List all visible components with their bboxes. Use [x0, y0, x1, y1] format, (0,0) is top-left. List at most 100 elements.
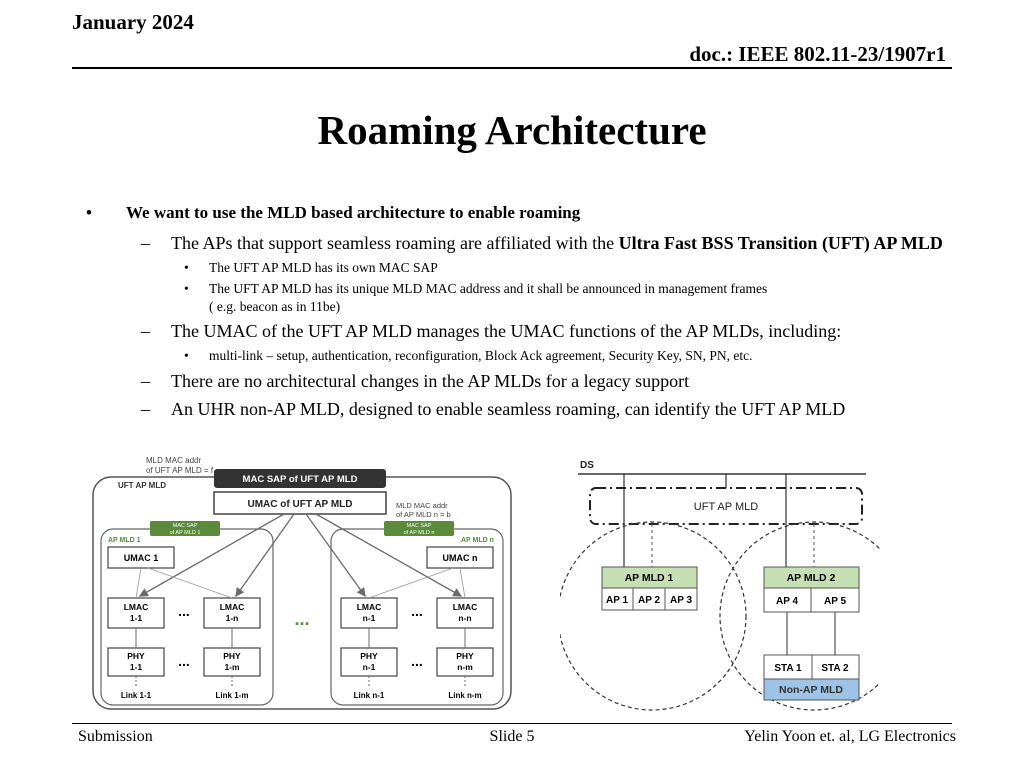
sta-1-box — [763, 654, 813, 680]
bullet-l3: • multi-link – setup, authentication, re… — [86, 347, 946, 365]
phy-1-m-box — [203, 647, 261, 677]
bullet-marker: • — [184, 281, 189, 296]
uft-ap-mld-label: UFT AP MLD — [694, 501, 758, 513]
bullet-text: ( e.g. beacon as in 11be) — [209, 299, 341, 314]
phy-n-1-box — [340, 647, 398, 677]
ap-3-label: AP 3 — [670, 595, 692, 606]
bullet-text: The UFT AP MLD has its own MAC SAP — [209, 260, 438, 275]
phy-label: 1-m — [224, 662, 240, 672]
phy-label: n-1 — [363, 662, 376, 672]
umac-lmac-arrows — [138, 513, 463, 598]
phy-label: PHY — [360, 651, 378, 661]
lmac-label: n-1 — [363, 613, 376, 623]
header-doc-id: doc.: IEEE 802.11-23/1907r1 — [689, 42, 946, 66]
uft-mac-sap-label: MAC SAP of UFT AP MLD — [243, 474, 358, 485]
phy-1-1-box — [107, 647, 165, 677]
ap-3-box — [664, 587, 698, 611]
umac-1-label: UMAC 1 — [124, 553, 159, 563]
lmac-label: 1-n — [226, 613, 239, 623]
ellipsis: ... — [178, 603, 190, 619]
lmac-label: 1-1 — [130, 613, 143, 623]
bullet-marker: • — [184, 260, 189, 275]
bullet-l1: • We want to use the MLD based architect… — [86, 203, 946, 223]
ap-mld-1-label: AP MLD 1 — [625, 572, 674, 584]
dash-marker: – — [141, 371, 150, 391]
bullet-marker: • — [184, 348, 189, 363]
bullet-l2: – The UMAC of the UFT AP MLD manages the… — [86, 319, 946, 343]
link-label: Link 1-1 — [121, 691, 152, 700]
sta-2-box — [811, 654, 860, 680]
sta-1-label: STA 1 — [774, 663, 802, 674]
footer-divider — [72, 723, 952, 724]
umac-thin-lines — [135, 567, 466, 599]
mld-addr-n-label: MLD MAC addr — [396, 501, 448, 510]
lmac-label: LMAC — [220, 602, 245, 612]
ap-mld-1-label: AP MLD 1 — [108, 537, 141, 544]
dash-marker: – — [141, 233, 150, 253]
bullet-text: The UFT AP MLD has its unique MLD MAC ad… — [209, 281, 768, 296]
bullet-text: An UHR non-AP MLD, designed to enable se… — [171, 399, 846, 419]
mld-addr-n-label: of AP MLD n = b — [396, 510, 451, 519]
ap-5-label: AP 5 — [824, 596, 846, 607]
roaming-topology-diagram: DS UFT AP MLD AP MLD 1 AP 1 AP 2 AP 3 AP… — [560, 460, 880, 711]
mac-sap-n — [384, 521, 454, 536]
uft-ap-mld-label: UFT AP MLD — [118, 481, 166, 490]
coverage-circle-2 — [719, 521, 880, 711]
ellipsis: ... — [178, 653, 190, 669]
dash-marker: – — [141, 399, 150, 419]
mac-sap-1 — [150, 521, 220, 536]
bullet-l2: – There are no architectural changes in … — [86, 369, 946, 393]
ellipsis: ... — [411, 603, 423, 619]
ap-5-box — [810, 587, 860, 613]
bullet-l3: • The UFT AP MLD has its unique MLD MAC … — [86, 280, 946, 316]
lmac-phy-connectors — [135, 628, 466, 648]
uft-ap-mld-box — [589, 487, 863, 525]
bullet-text-bold: Ultra Fast BSS Transition (UFT) AP MLD — [618, 233, 943, 253]
mld-addr-label: of UFT AP MLD = f — [146, 466, 214, 475]
phy-label: PHY — [127, 651, 145, 661]
bullet-text: multi-link – setup, authentication, reco… — [209, 348, 753, 363]
footer-author: Yelin Yoon et. al, LG Electronics — [744, 728, 956, 745]
dash-marker: – — [141, 321, 150, 341]
mac-sap-1-label: MAC SAP — [173, 523, 198, 529]
uft-umac-box — [213, 491, 387, 515]
link-drops — [135, 676, 466, 688]
link-label: Link n-m — [448, 691, 481, 700]
uft-mac-sap — [214, 469, 386, 488]
mac-sap-1-label: of AP MLD 1 — [170, 530, 201, 536]
bullet-l3: • The UFT AP MLD has its own MAC SAP — [86, 259, 946, 277]
ap-1-label: AP 1 — [606, 595, 628, 606]
mac-sap-n-label: of AP MLD n — [404, 530, 435, 536]
header-divider — [72, 67, 952, 69]
sta-2-label: STA 2 — [821, 663, 849, 674]
ellipsis: ... — [411, 653, 423, 669]
ap-mld-2-label: AP MLD 2 — [787, 572, 836, 584]
bullet-text: We want to use the MLD based architectur… — [126, 203, 581, 222]
uft-umac-label: UMAC of UFT AP MLD — [248, 499, 353, 510]
bullet-list: • We want to use the MLD based architect… — [86, 203, 946, 425]
lmac-label: LMAC — [124, 602, 149, 612]
coverage-circle-1 — [560, 521, 747, 711]
lmac-label: LMAC — [453, 602, 478, 612]
link-label: Link n-1 — [354, 691, 385, 700]
phy-label: n-m — [457, 662, 473, 672]
link-label: Link 1-m — [216, 691, 249, 700]
phy-label: PHY — [223, 651, 241, 661]
ellipsis-green: ... — [294, 609, 309, 629]
lmac-label: LMAC — [357, 602, 382, 612]
footer-slide-number: Slide 5 — [489, 728, 535, 745]
phy-label: PHY — [456, 651, 474, 661]
non-ap-mld-box — [763, 678, 860, 701]
ds-label: DS — [580, 460, 594, 471]
ap-4-label: AP 4 — [776, 596, 798, 607]
lmac-label: n-n — [458, 613, 471, 623]
bullet-l2: – An UHR non-AP MLD, designed to enable … — [86, 397, 946, 421]
phy-label: 1-1 — [130, 662, 143, 672]
ap-2-label: AP 2 — [638, 595, 660, 606]
header-date: January 2024 — [72, 10, 194, 34]
footer-submission: Submission — [78, 728, 153, 745]
bullet-text: The UMAC of the UFT AP MLD manages the U… — [171, 321, 842, 341]
bullet-text: The APs that support seamless roaming ar… — [171, 233, 619, 253]
mac-sap-n-label: MAC SAP — [407, 523, 432, 529]
non-ap-mld-label: Non-AP MLD — [779, 684, 843, 696]
